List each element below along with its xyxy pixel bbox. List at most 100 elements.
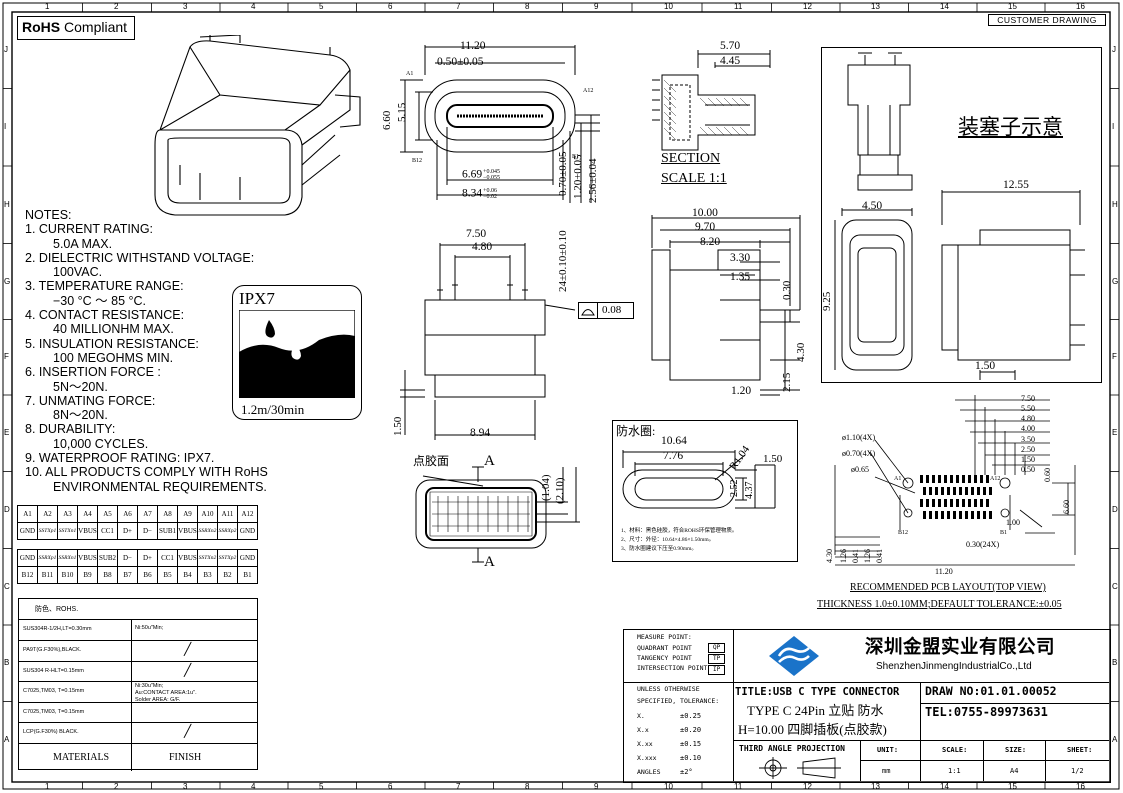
plug-dim-450: 4.50	[862, 200, 883, 212]
flatness-value: 0.08	[602, 304, 622, 316]
border-col-label-bot: 13	[871, 782, 880, 791]
title-block	[623, 629, 1111, 783]
finish-cell: ╱	[184, 663, 192, 677]
front-view-drawing	[400, 243, 576, 440]
ipx7-title: IPX7	[239, 289, 275, 308]
top-dim-669-val: 6.69	[462, 168, 483, 181]
note-5-value: 100 MEGOHMS MIN.	[53, 350, 174, 365]
pin-label: B10	[57, 566, 78, 584]
side-dim-120: 1.20	[731, 385, 752, 397]
third-angle-label: THIRD ANGLE PROJECTION	[739, 744, 845, 753]
border-row-label-right: B	[1112, 658, 1118, 667]
plug-dim-925: 9.25	[821, 291, 833, 311]
pcb-dim-100: 1.00	[1006, 518, 1020, 527]
border-col-label-top: 5	[319, 2, 324, 11]
pin-label: A10	[197, 505, 218, 523]
tolerance-value: ±2°	[680, 768, 693, 776]
pin-signal: SSRXp1	[37, 549, 58, 567]
pin-label: A7	[137, 505, 158, 523]
top-dim-256: 2.56±0.04	[587, 158, 599, 203]
finish-cell: ╱	[184, 724, 192, 738]
pcb-thickness: THICKNESS 1.0±0.10MM;DEFAULT TOLERANCE:±…	[817, 599, 1062, 610]
pin-label: B7	[117, 566, 138, 584]
border-col-label-top: 7	[456, 2, 461, 11]
top-dim-050: 0.50±0.05	[437, 56, 484, 68]
border-row-label-right: A	[1112, 735, 1118, 744]
quadrant-point-label: QUADRANT POINT	[637, 644, 692, 652]
pin-signal: SSTXp1	[37, 522, 58, 540]
finish-cell: Ni:30u"Min; Au:CONTACT AREA:1u". Solder …	[135, 683, 197, 703]
pin-signal: SUB1	[157, 522, 178, 540]
seal-title: 防水圈:	[616, 424, 656, 438]
plug-dim-150: 1.50	[975, 360, 996, 372]
pin-label: A9	[177, 505, 198, 523]
note-6-value: 5N～20N.	[53, 379, 108, 394]
border-col-label-bot: 14	[940, 782, 949, 791]
top-dim-515: 5.15	[396, 102, 408, 122]
pin-signal: VBUS	[177, 549, 198, 567]
border-row-label-left: B	[4, 658, 10, 667]
plug-dim-1255: 12.55	[1003, 179, 1029, 191]
tolerance-format: X.xx	[637, 740, 653, 748]
unit-label: UNIT:	[877, 746, 899, 754]
pcb-label-a1: A1	[894, 476, 902, 482]
border-row-label-left: F	[4, 352, 9, 361]
pin-signal: SSTXn2	[197, 549, 218, 567]
note-7: 7. UNMATING FORCE:	[25, 393, 156, 408]
seal-dim-437: 4.37	[744, 481, 755, 500]
border-row-label-left: C	[4, 582, 10, 591]
border-col-label-top: 6	[388, 2, 393, 11]
pin-signal: CC1	[97, 522, 118, 540]
top-dim-834: 8.34+0.06−0.02	[462, 188, 497, 200]
border-col-label-bot: 1	[45, 782, 50, 791]
materials-header: 防色、ROHS.	[35, 606, 79, 613]
front-dim-24: 24±0.10±0.10	[557, 230, 569, 292]
tolerance-value: ±0.10	[680, 754, 702, 762]
pin-signal: GND	[17, 549, 38, 567]
border-row-label-right: C	[1112, 582, 1118, 591]
side-dim-430: 4.30	[795, 342, 807, 362]
border-row-label-left: E	[4, 428, 10, 437]
note-3: 3. TEMPERATURE RANGE:	[25, 279, 184, 294]
border-col-label-top: 13	[871, 2, 880, 11]
seal-drawing	[622, 450, 776, 509]
pin-signal: D−	[117, 549, 138, 567]
border-row-label-left: D	[4, 505, 10, 514]
sheet-value: 1/2	[1071, 767, 1084, 775]
border-col-label-bot: 12	[803, 782, 812, 791]
border-col-label-top: 3	[183, 2, 188, 11]
unless-label: UNLESS OTHERWISE	[637, 685, 700, 693]
border-row-label-left: I	[4, 122, 7, 131]
pin-label: A8	[157, 505, 178, 523]
size-value: A4	[1010, 767, 1019, 775]
border-col-label-bot: 9	[594, 782, 599, 791]
drawing-title: TITLE:USB C TYPE CONNECTOR	[735, 686, 900, 698]
border-col-label-top: 16	[1076, 2, 1085, 11]
measure-point-label: MEASURE POINT:	[637, 633, 692, 641]
seal-note-2: 2、尺寸：外径：10.64×4.86×1.50mm。	[621, 537, 715, 543]
border-row-label-right: F	[1112, 352, 1117, 361]
pcb-caption: RECOMMENDED PCB LAYOUT(TOP VIEW)	[850, 582, 1046, 593]
top-label-a1: A1	[406, 71, 414, 77]
border-row-label-right: G	[1112, 277, 1119, 286]
border-col-label-bot: 3	[183, 782, 188, 791]
border-row-label-left: A	[4, 735, 10, 744]
border-row-label-left: H	[4, 200, 10, 209]
pcb-hole-110: ø1.10(4X)	[842, 433, 876, 442]
front-dim-480: 4.80	[472, 241, 493, 253]
front-dim-750: 7.50	[466, 228, 487, 240]
pcb-dim-right: 4.80	[1021, 414, 1035, 423]
top-dim-660: 6.60	[381, 110, 393, 130]
pin-label: B6	[137, 566, 158, 584]
border-col-label-bot: 2	[114, 782, 119, 791]
pin-label: A4	[77, 505, 98, 523]
pin-signal: SSRXp2	[217, 522, 238, 540]
border-col-label-top: 12	[803, 2, 812, 11]
pin-label: B9	[77, 566, 98, 584]
tp-box: TP	[708, 654, 726, 664]
note-9: 9. WATERPROOF RATING: IPX7.	[25, 451, 215, 466]
flatness-icon	[581, 309, 595, 316]
